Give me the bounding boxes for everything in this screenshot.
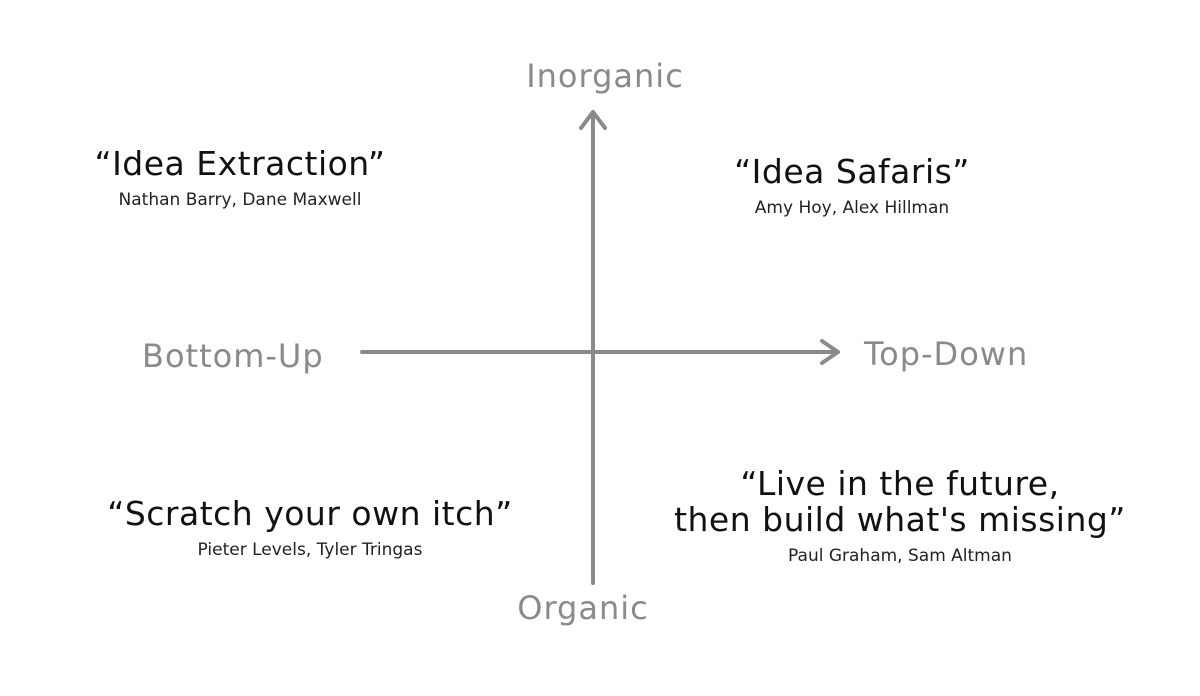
quadrant-top-left: “Idea Extraction” Nathan Barry, Dane Max… bbox=[60, 144, 420, 211]
quadrant-title: “Scratch your own itch” bbox=[107, 494, 513, 533]
quadrant-authors: Pieter Levels, Tyler Tringas bbox=[197, 540, 423, 560]
quadrant-title: “Idea Safaris” bbox=[734, 152, 970, 191]
axis-label-right: Top-Down bbox=[864, 335, 1029, 373]
quadrant-title-line-2: then build what's missing” bbox=[674, 500, 1126, 539]
quadrant-top-right: “Idea Safaris” Amy Hoy, Alex Hillman bbox=[672, 152, 1032, 219]
quadrant-bottom-left: “Scratch your own itch” Pieter Levels, T… bbox=[70, 494, 550, 561]
quadrant-title: “Idea Extraction” bbox=[94, 144, 386, 183]
axis-label-bottom: Organic bbox=[517, 589, 649, 627]
quadrant-bottom-right: “Live in the future, then build what's m… bbox=[650, 464, 1150, 567]
vertical-axis-arrowhead bbox=[579, 110, 607, 130]
quadrant-title-line-1: “Live in the future, bbox=[740, 464, 1060, 503]
axis-label-top: Inorganic bbox=[526, 57, 684, 95]
quadrant-authors: Nathan Barry, Dane Maxwell bbox=[118, 190, 362, 210]
quadrant-authors: Paul Graham, Sam Altman bbox=[788, 546, 1012, 566]
horizontal-axis-arrowhead bbox=[820, 339, 840, 365]
quadrant-authors: Amy Hoy, Alex Hillman bbox=[754, 198, 950, 218]
axis-label-left: Bottom-Up bbox=[142, 337, 324, 375]
